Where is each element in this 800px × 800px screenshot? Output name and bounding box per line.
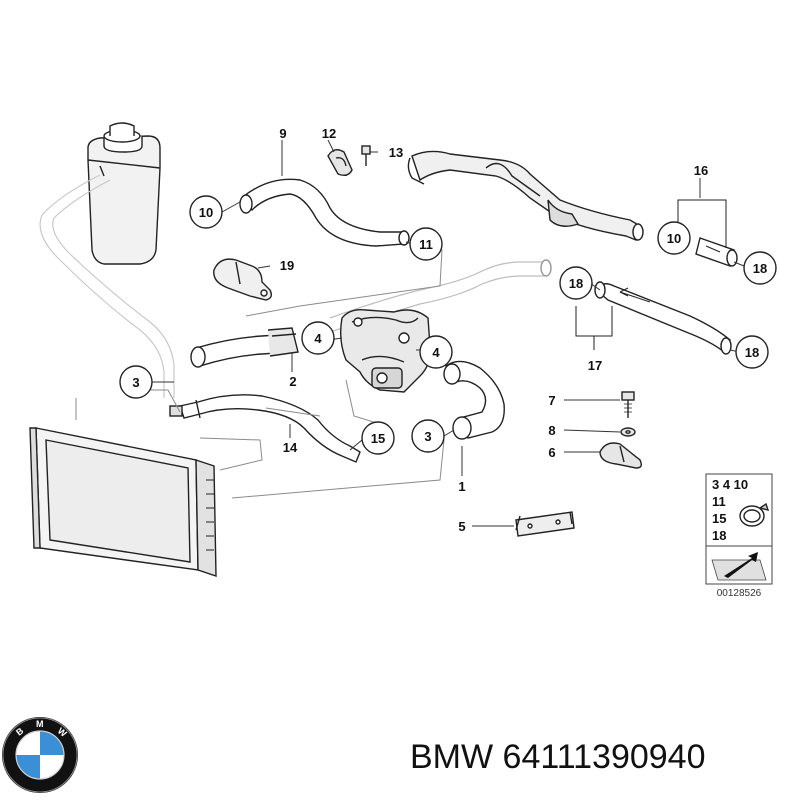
label-7: 7 xyxy=(548,393,555,408)
part-caption: BMW 64111390940 xyxy=(410,738,706,777)
label-1: 1 xyxy=(458,479,465,494)
hose-2 xyxy=(190,327,299,368)
thermostat-housing xyxy=(339,308,431,393)
label-14: 14 xyxy=(283,440,298,455)
water-pipe xyxy=(407,150,644,241)
label-6: 6 xyxy=(548,445,555,460)
hose-9 xyxy=(243,178,405,247)
reference-code: 00128526 xyxy=(717,588,762,599)
callout-3-bottom: 3 xyxy=(411,419,445,453)
part-numbers: 9 12 13 16 19 2 14 1 17 7 8 6 5 xyxy=(279,126,708,534)
direction-arrow-icon xyxy=(711,552,767,581)
callout-10-right: 10 xyxy=(657,221,691,255)
label-8: 8 xyxy=(548,423,555,438)
callout-10-tank: 10 xyxy=(189,195,223,229)
callout-3-bottom-label: 3 xyxy=(424,429,431,444)
clamp-12 xyxy=(327,149,353,177)
label-13: 13 xyxy=(389,145,403,160)
label-9: 9 xyxy=(279,126,286,141)
legend-row-1: 3 4 10 xyxy=(712,477,748,492)
callout-18-right-top-label: 18 xyxy=(753,261,767,276)
label-16: 16 xyxy=(694,163,708,178)
label-5: 5 xyxy=(458,519,465,534)
overflow-hose xyxy=(39,174,165,398)
label-2: 2 xyxy=(289,374,296,389)
washer-8 xyxy=(620,427,636,437)
callout-18-mid-label: 18 xyxy=(569,276,583,291)
callout-4-right: 4 xyxy=(419,335,453,369)
callout-15: 15 xyxy=(361,421,395,455)
callout-18-right-top: 18 xyxy=(743,251,777,285)
expansion-tank xyxy=(87,122,161,265)
callout-3-left-label: 3 xyxy=(132,375,139,390)
clamp-6 xyxy=(599,442,643,469)
line-art xyxy=(29,122,745,577)
legend-row-3: 15 xyxy=(712,511,726,526)
caption-part-number: 64111390940 xyxy=(502,738,706,776)
callout-11-label: 11 xyxy=(419,237,433,252)
callout-11: 11 xyxy=(409,227,443,261)
callout-4-left: 4 xyxy=(301,321,335,355)
callout-18-mid: 18 xyxy=(559,266,593,300)
bolt-7 xyxy=(621,391,635,418)
hose-14 xyxy=(169,394,361,463)
callouts: 3 10 11 4 4 15 3 10 xyxy=(119,195,777,455)
svg-text:B: B xyxy=(14,725,26,737)
short-hose-16 xyxy=(695,237,738,267)
caption-brand: BMW xyxy=(410,738,494,776)
return-hose xyxy=(329,261,546,319)
callout-3-left: 3 xyxy=(119,365,153,399)
bolt-13 xyxy=(361,145,371,166)
callout-15-label: 15 xyxy=(371,431,385,446)
legend-row-4: 18 xyxy=(712,528,726,543)
svg-text:M: M xyxy=(36,719,44,729)
legend-row-2: 11 xyxy=(712,494,726,509)
clamp-legend: 3 4 10 11 15 18 00128526 xyxy=(705,473,773,599)
hose-17 xyxy=(594,281,732,355)
callout-10-tank-label: 10 xyxy=(199,205,213,220)
bracket-5 xyxy=(515,511,575,537)
callout-18-right: 18 xyxy=(735,335,769,369)
radiator xyxy=(29,427,217,577)
label-17: 17 xyxy=(588,358,602,373)
bmw-logo: B M W xyxy=(2,717,78,793)
label-19: 19 xyxy=(280,258,294,273)
callout-10-right-label: 10 xyxy=(667,231,681,246)
callout-4-right-label: 4 xyxy=(432,345,440,360)
clamp-19 xyxy=(213,258,273,301)
label-12: 12 xyxy=(322,126,336,141)
callout-18-right-label: 18 xyxy=(745,345,759,360)
hose-clamp-icon xyxy=(739,502,770,527)
callout-4-left-label: 4 xyxy=(314,331,322,346)
hose-1 xyxy=(443,360,505,440)
